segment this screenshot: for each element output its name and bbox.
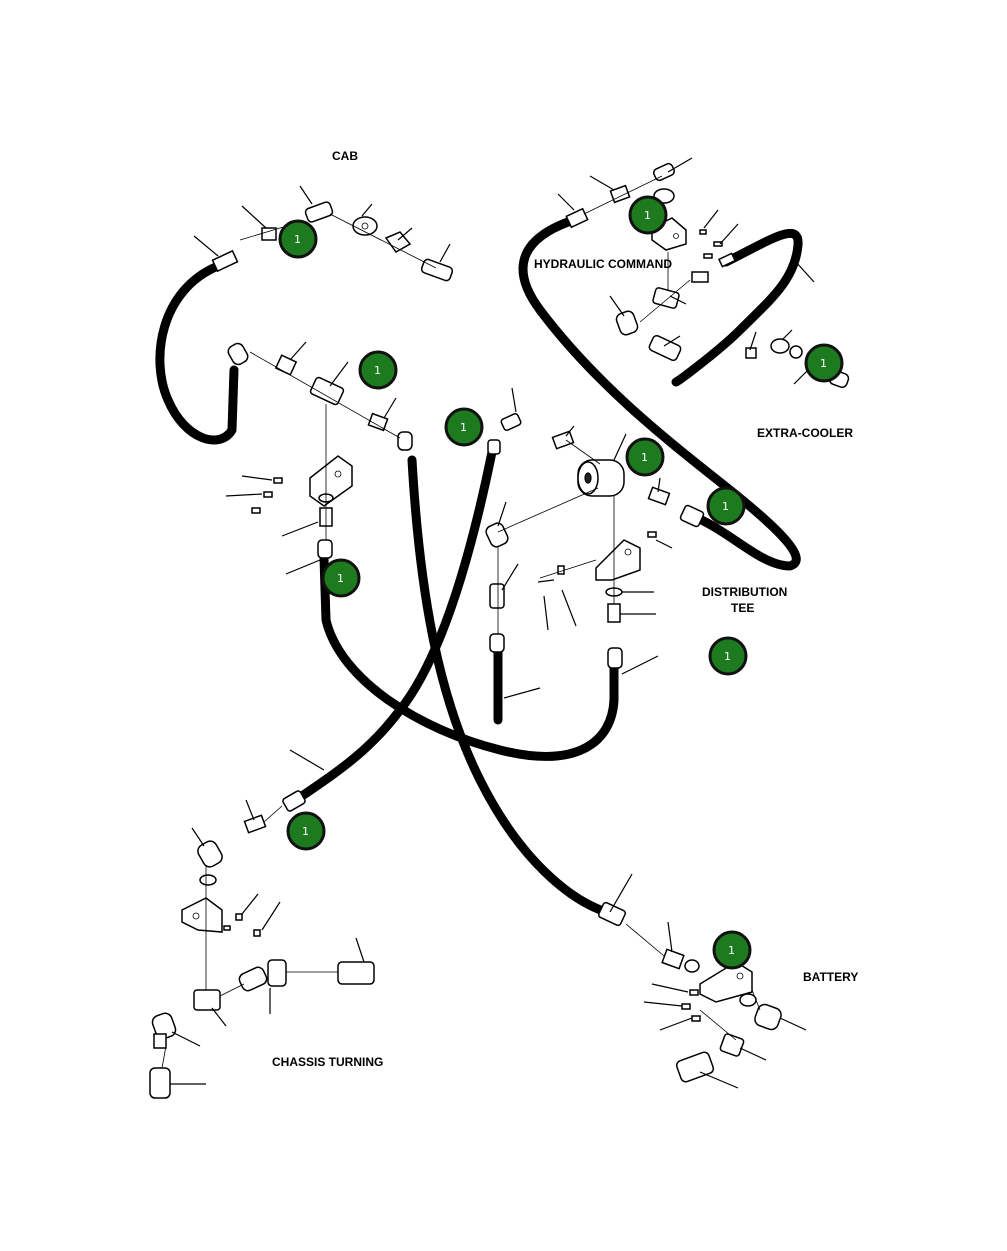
callout-circle <box>625 437 665 477</box>
callout-circle <box>286 811 326 851</box>
distribution-tee-fittings <box>485 412 705 669</box>
callout-circle <box>804 343 844 383</box>
cab-hose <box>155 261 239 445</box>
label-tee: TEE <box>731 601 754 615</box>
callout-circle <box>444 407 484 447</box>
label-chassis-turning: CHASSIS TURNING <box>272 1055 383 1069</box>
callout-hose-3[interactable]: 1 <box>444 407 484 447</box>
hydraulic-command-fittings <box>565 162 850 388</box>
callout-circle <box>358 350 398 390</box>
callout-number: 1 <box>724 650 731 663</box>
cab-to-battery-hose <box>407 455 611 917</box>
callout-number: 1 <box>302 825 309 838</box>
battery-leader-lines <box>609 873 807 1089</box>
cab-leader-lines <box>193 185 451 575</box>
callout-distribution-tee[interactable]: 1 <box>708 636 748 676</box>
chassis-turning-fittings <box>149 790 375 1099</box>
callout-number: 1 <box>337 572 344 585</box>
extra-cooler-hose <box>671 229 803 387</box>
callout-distribution-2[interactable]: 1 <box>706 486 746 526</box>
lower-u-hose <box>319 553 619 761</box>
label-distribution: DISTRIBUTION <box>702 585 787 599</box>
chassis-turning-hose <box>297 447 497 801</box>
label-hydraulic-command: HYDRAULIC COMMAND <box>534 257 672 271</box>
callout-number: 1 <box>641 451 648 464</box>
callout-battery[interactable]: 1 <box>712 930 752 970</box>
label-battery: BATTERY <box>803 970 858 984</box>
distribution-tee-leader-lines <box>497 387 673 699</box>
callout-cab-2[interactable]: 1 <box>358 350 398 390</box>
callout-number: 1 <box>644 209 651 222</box>
callout-circle <box>628 195 668 235</box>
callout-number: 1 <box>820 357 827 370</box>
battery-fittings <box>597 901 782 1083</box>
callout-cab-1[interactable]: 1 <box>278 219 318 259</box>
callout-lower-hose[interactable]: 1 <box>321 558 361 598</box>
callout-number: 1 <box>294 233 301 246</box>
callout-chassis-turning[interactable]: 1 <box>286 811 326 851</box>
hydraulic-command-leader-lines <box>557 157 815 385</box>
hydraulic-command-hose <box>518 217 801 571</box>
callout-extra-cooler[interactable]: 1 <box>804 343 844 383</box>
label-extra-cooler: EXTRA-COOLER <box>757 426 853 440</box>
callout-circle <box>706 486 746 526</box>
callout-circle <box>321 558 361 598</box>
callout-circle <box>278 219 318 259</box>
callout-number: 1 <box>460 421 467 434</box>
label-cab: CAB <box>332 149 358 163</box>
callout-number: 1 <box>374 364 381 377</box>
chassis-turning-leader-lines <box>161 749 365 1085</box>
callout-hydraulic-command[interactable]: 1 <box>628 195 668 235</box>
callout-circle <box>708 636 748 676</box>
callout-number: 1 <box>728 944 735 957</box>
callout-circle <box>712 930 752 970</box>
callout-distribution-1[interactable]: 1 <box>625 437 665 477</box>
callout-number: 1 <box>722 500 729 513</box>
